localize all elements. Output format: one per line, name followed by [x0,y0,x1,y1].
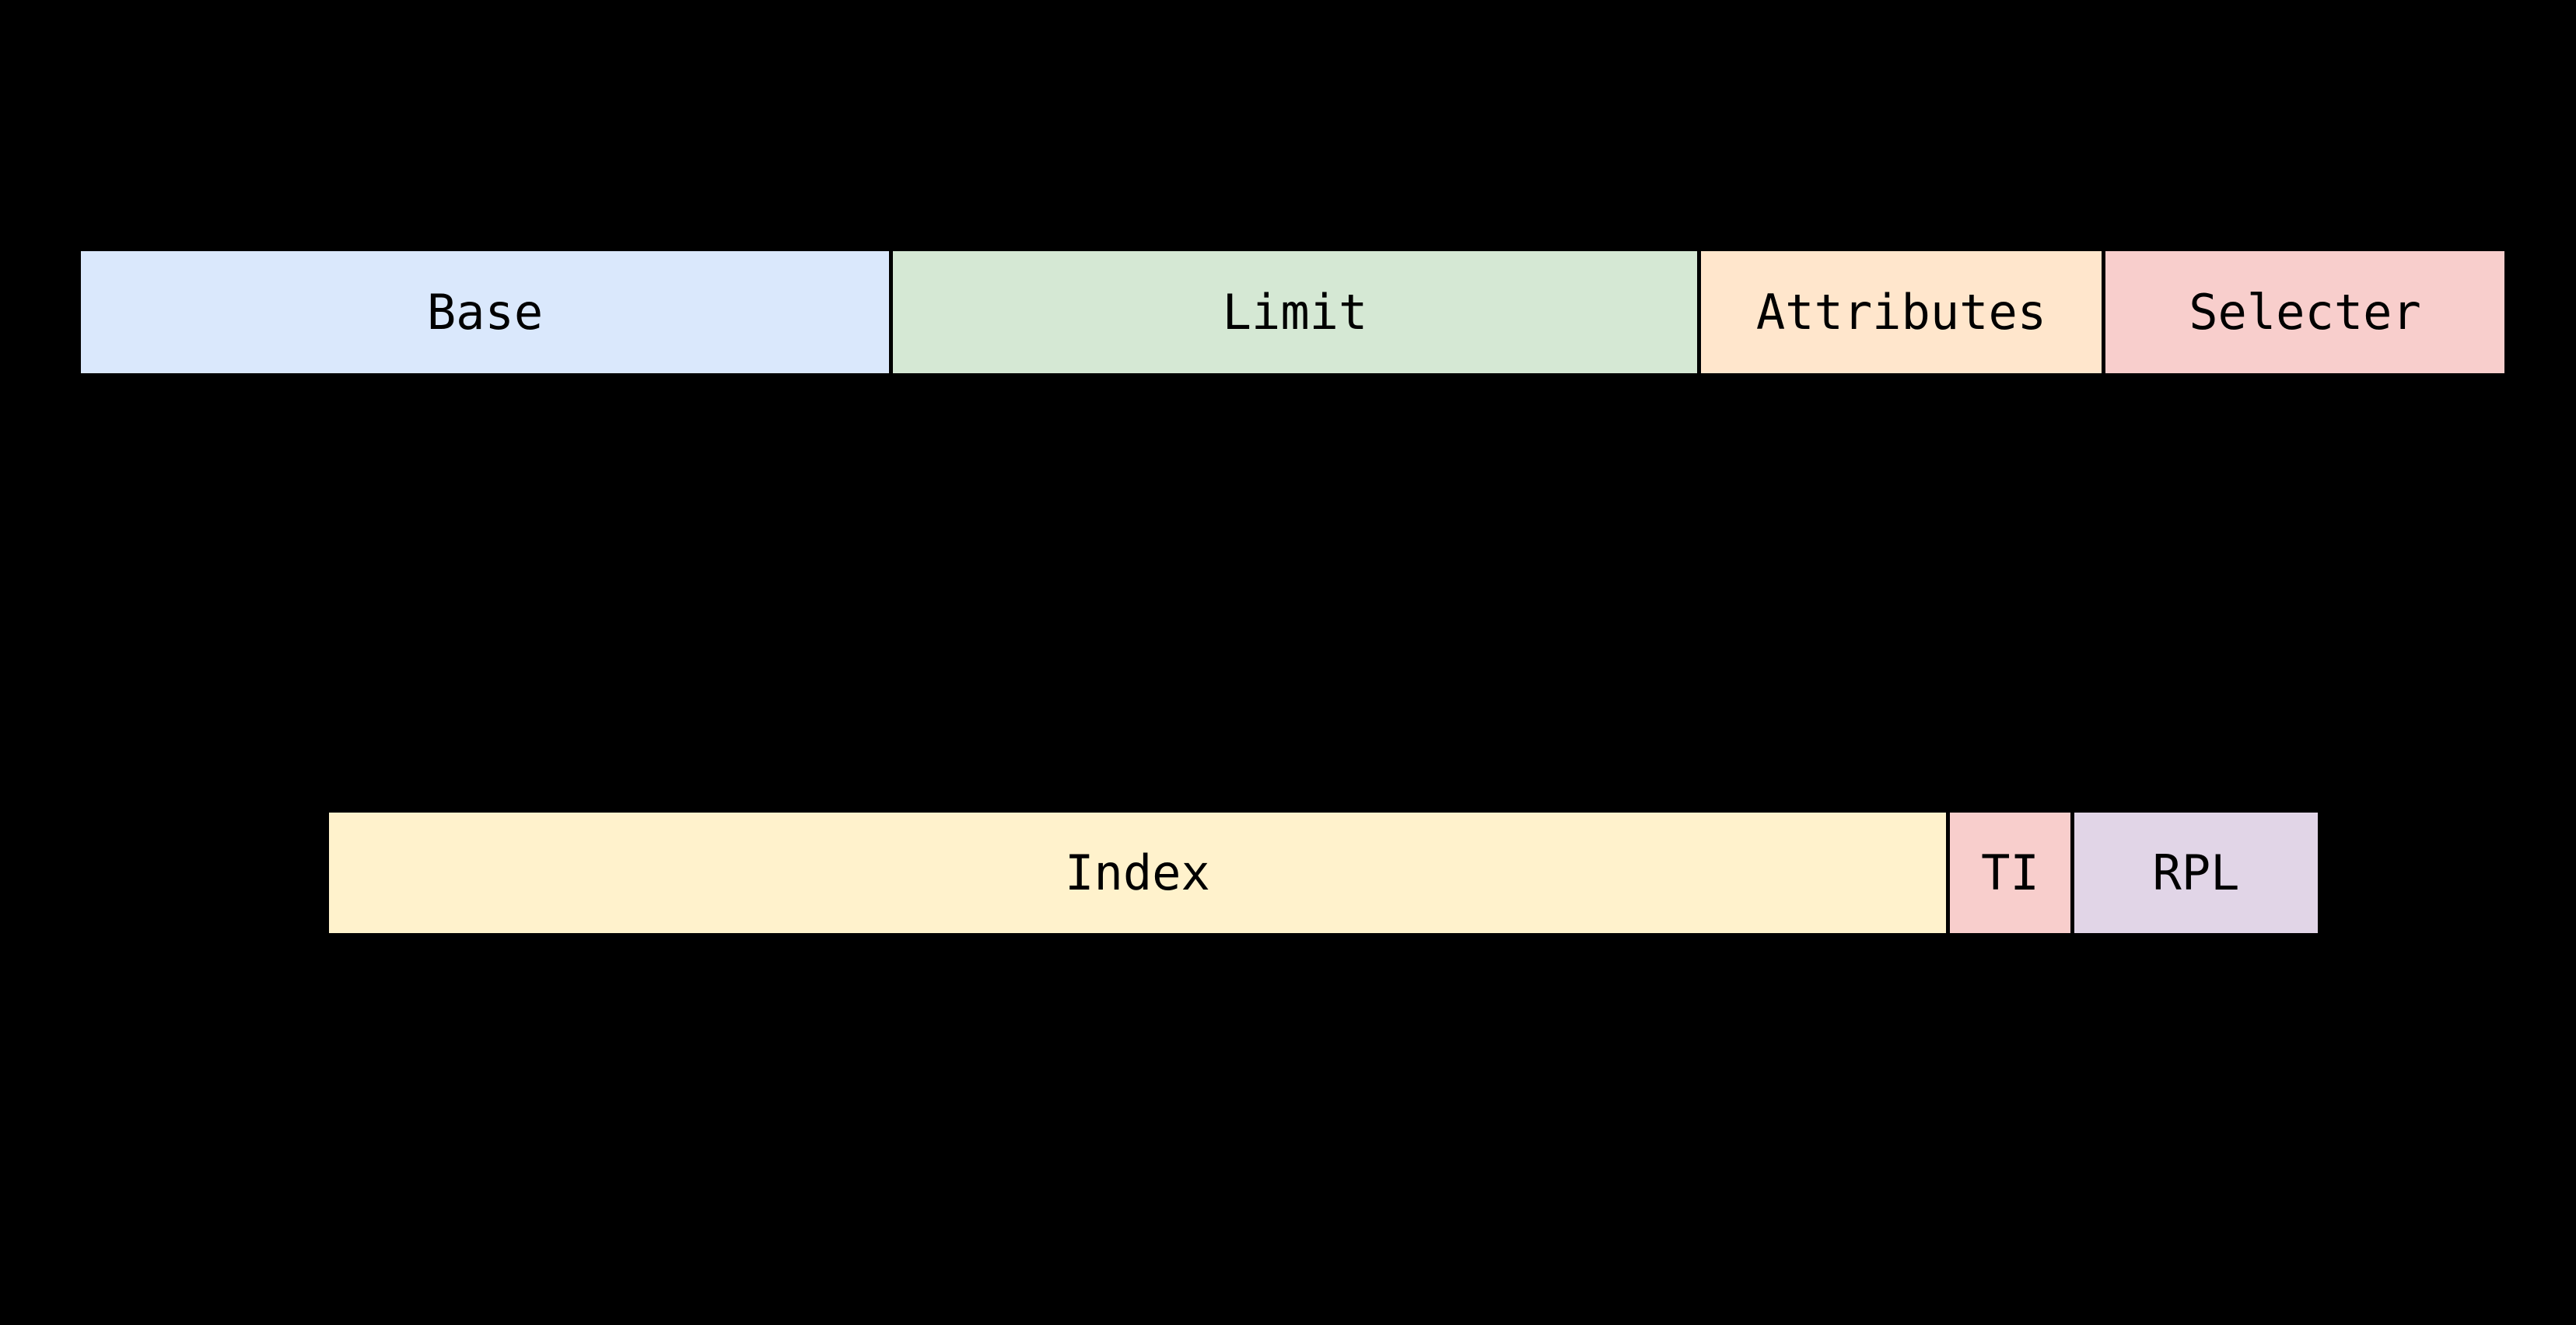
segment-limit: Limit [889,251,1697,373]
segment-attributes: Attributes [1697,251,2102,373]
segment-index: Index [329,813,1946,933]
descriptor-row: Base Limit Attributes Selecter [81,251,2504,373]
segment-selecter: Selecter [2102,251,2504,373]
segment-base: Base [81,251,889,373]
segment-ti: TI [1946,813,2070,933]
segment-rpl: RPL [2070,813,2318,933]
selector-row: Index TI RPL [329,813,2318,933]
